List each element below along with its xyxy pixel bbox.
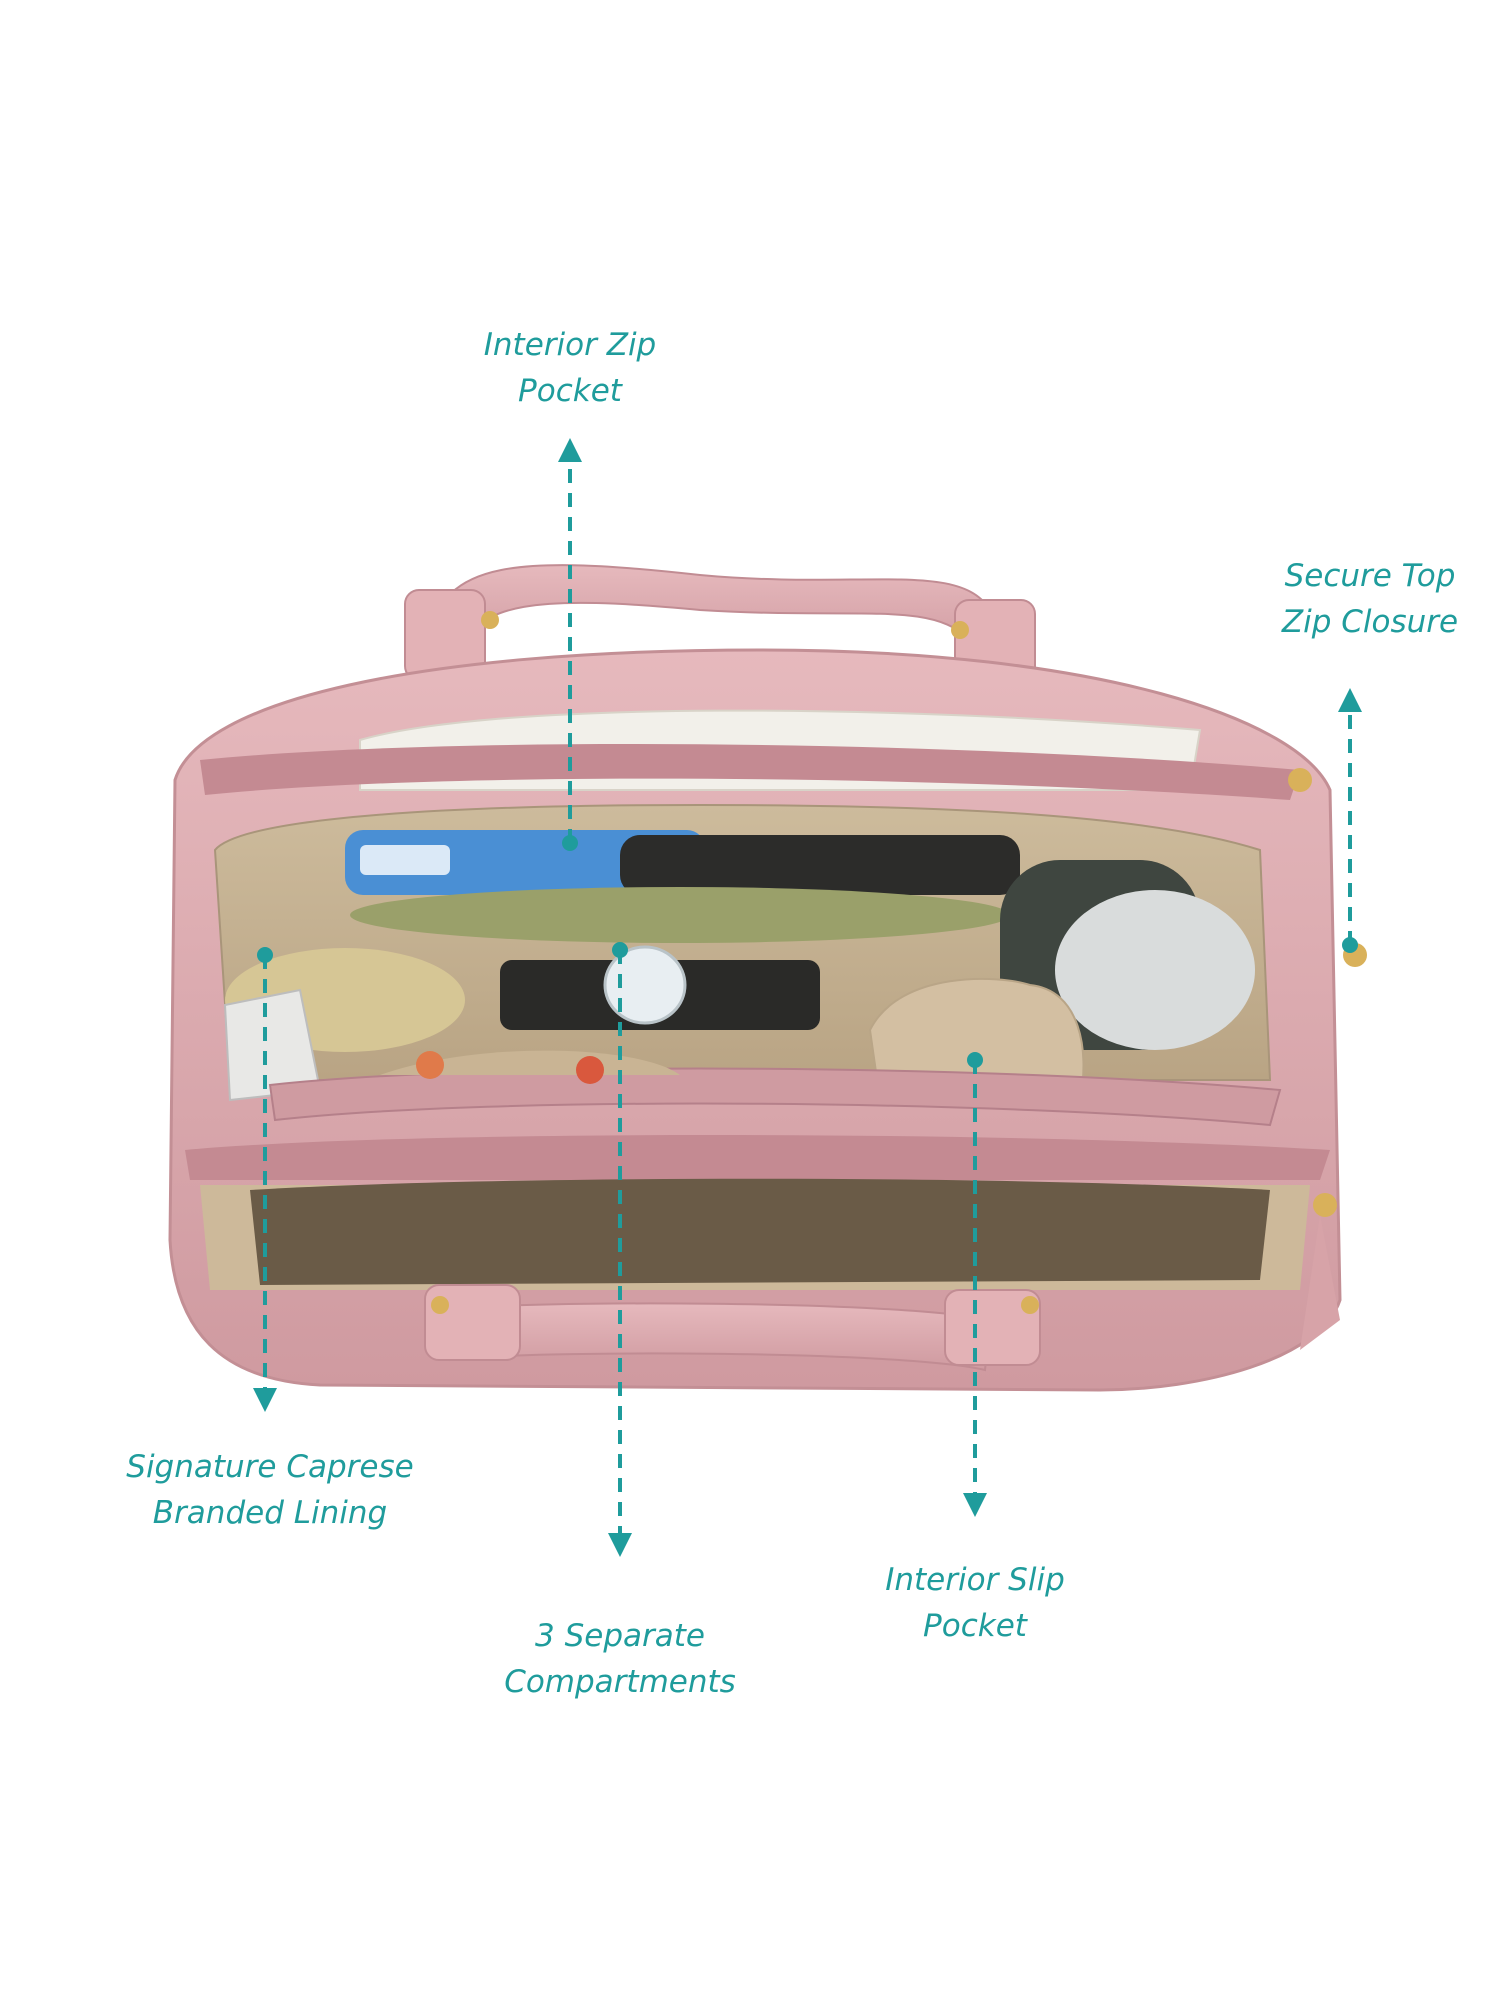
bag-contents <box>223 830 1255 1102</box>
callout-line: Signature Caprese <box>126 1449 414 1485</box>
callout-line: Pocket <box>923 1608 1027 1644</box>
front-handle <box>424 1284 1041 1372</box>
middle-zip-divider <box>268 1050 1282 1127</box>
callout-interior-slip-pocket: Interior Slip Pocket <box>860 1557 1090 1649</box>
callout-compartments: 3 Separate Compartments <box>495 1613 745 1705</box>
callout-line: 3 Separate <box>535 1618 705 1654</box>
annotation-arrows <box>253 438 1362 1557</box>
callout-line: Compartments <box>504 1664 736 1700</box>
callout-line: Interior Slip <box>885 1562 1065 1598</box>
callout-branded-lining: Signature Caprese Branded Lining <box>120 1444 420 1536</box>
callout-line: Pocket <box>518 373 622 409</box>
callout-secure-top-zip: Secure Top Zip Closure <box>1260 553 1480 645</box>
callout-interior-zip-pocket: Interior Zip Pocket <box>450 322 690 414</box>
front-compartment <box>185 1135 1330 1290</box>
callout-line: Interior Zip <box>483 327 657 363</box>
annotation-dots <box>257 835 1358 1068</box>
callout-line: Secure Top <box>1284 558 1456 594</box>
callout-line: Branded Lining <box>152 1495 388 1531</box>
callout-line: Zip Closure <box>1281 604 1459 640</box>
